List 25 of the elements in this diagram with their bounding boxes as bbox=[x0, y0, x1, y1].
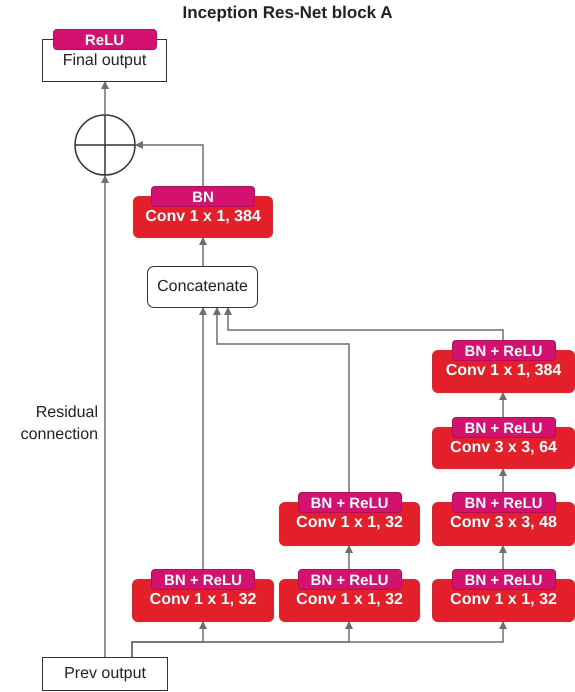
arrow bbox=[199, 237, 207, 266]
arrow bbox=[213, 307, 350, 492]
arrow bbox=[199, 307, 207, 569]
arrow bbox=[499, 545, 507, 569]
edge-note: Residual connection bbox=[20, 403, 98, 445]
arrow bbox=[499, 468, 507, 492]
layer-tag: BN bbox=[151, 186, 255, 207]
layer-tag: BN + ReLU bbox=[151, 569, 255, 590]
layer-tag: BN + ReLU bbox=[298, 569, 402, 590]
diagram-title: Inception Res-Net block A bbox=[181, 3, 394, 23]
input-box: Prev output bbox=[42, 657, 168, 691]
arrow bbox=[135, 141, 204, 186]
arrow bbox=[131, 621, 507, 657]
layer-tag: BN + ReLU bbox=[298, 492, 402, 513]
arrow bbox=[101, 175, 109, 657]
concat-box: Concatenate bbox=[147, 266, 258, 308]
layer-tag: BN + ReLU bbox=[452, 569, 556, 590]
layer-tag: ReLU bbox=[52, 29, 156, 50]
layer-tag: BN + ReLU bbox=[452, 417, 556, 438]
arrow bbox=[224, 307, 504, 340]
layer-tag: BN + ReLU bbox=[452, 492, 556, 513]
layer-tag: BN + ReLU bbox=[452, 340, 556, 361]
arrow bbox=[499, 392, 507, 417]
arrow bbox=[345, 545, 353, 569]
arrow bbox=[101, 81, 109, 114]
